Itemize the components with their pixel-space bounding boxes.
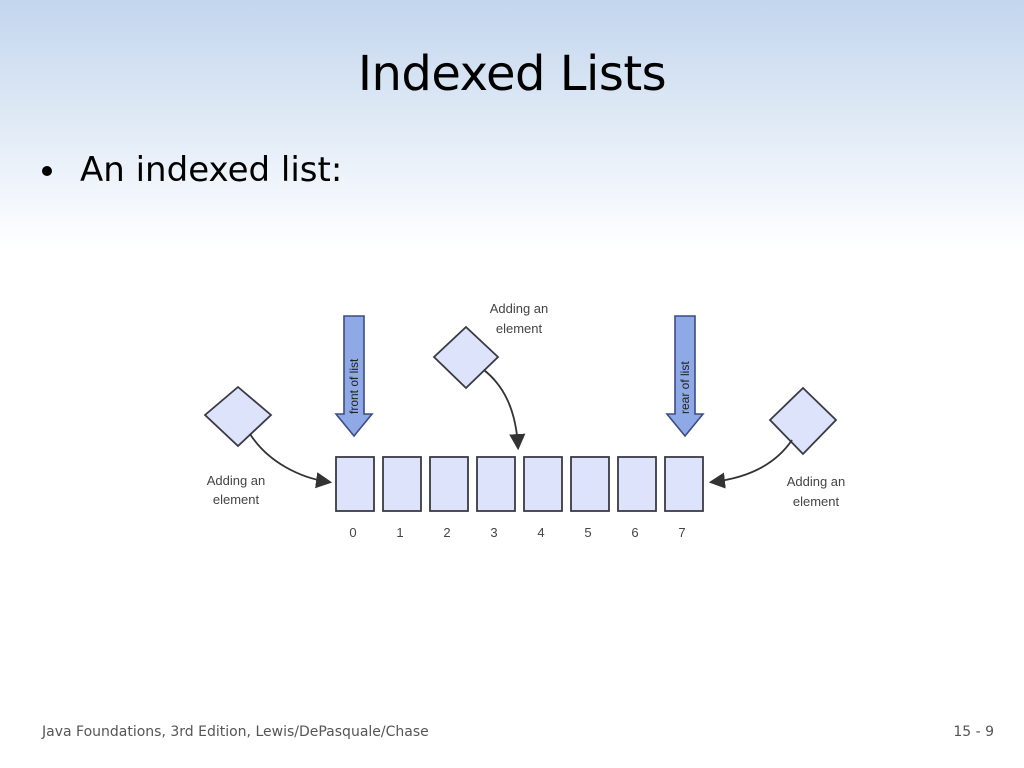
slide-number: 15 - 9	[953, 724, 994, 740]
list-cell-4	[523, 456, 563, 512]
right-insert-arrow	[708, 439, 793, 489]
front-pointer-arrow-icon	[334, 315, 374, 438]
right-adding-label-line2: element	[793, 494, 840, 509]
rear-pointer-arrow-icon	[665, 315, 705, 438]
index-label-4: 4	[537, 525, 544, 540]
index-label-5: 5	[584, 525, 591, 540]
index-label-3: 3	[490, 525, 497, 540]
right-element-diamond	[768, 386, 838, 456]
left-new-element	[203, 385, 333, 489]
left-adding-label-line2: element	[213, 492, 260, 507]
list-cell-1	[382, 456, 422, 512]
rear-pointer: rear of list	[665, 315, 705, 438]
bullet-item: An indexed list:	[42, 150, 342, 190]
slide-title: Indexed Lists	[357, 46, 667, 102]
left-element-diamond	[203, 385, 273, 448]
middle-adding-label-line2: element	[496, 321, 543, 336]
index-label-0: 0	[349, 525, 356, 540]
list-cell-6	[617, 456, 657, 512]
index-label-6: 6	[631, 525, 638, 540]
list-cell-0	[335, 456, 375, 512]
rear-pointer-label: rear of list	[678, 361, 692, 414]
front-pointer-label: front of list	[347, 358, 361, 414]
left-adding-label-line1: Adding an	[207, 473, 266, 488]
middle-new-element	[432, 325, 526, 451]
left-insert-arrow	[249, 433, 333, 489]
list-cell-7	[664, 456, 704, 512]
front-pointer: front of list	[334, 315, 374, 438]
list-cells	[335, 456, 704, 512]
bullet-dot-icon	[42, 166, 52, 176]
middle-element-diamond	[432, 325, 500, 390]
list-cell-3	[476, 456, 516, 512]
bullet-text: An indexed list:	[80, 150, 343, 190]
index-label-2: 2	[443, 525, 450, 540]
index-label-1: 1	[396, 525, 403, 540]
middle-adding-label-line1: Adding an	[490, 301, 549, 316]
middle-insert-arrow	[483, 369, 526, 451]
right-new-element	[708, 386, 838, 489]
list-cell-5	[570, 456, 610, 512]
right-adding-label-line1: Adding an	[787, 474, 846, 489]
list-cell-2	[429, 456, 469, 512]
footer-source: Java Foundations, 3rd Edition, Lewis/DeP…	[42, 724, 429, 740]
index-label-7: 7	[678, 525, 685, 540]
